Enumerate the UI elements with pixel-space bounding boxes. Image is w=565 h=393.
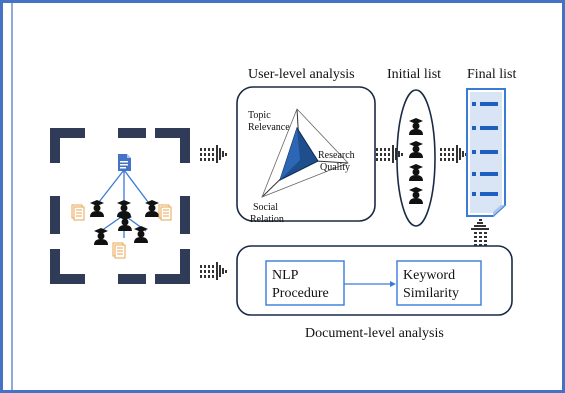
user-icon bbox=[118, 214, 132, 231]
user-icon bbox=[145, 200, 159, 217]
blue-document-icon bbox=[118, 154, 131, 171]
radar-label-topic-relevance: Topic Relevance bbox=[248, 110, 290, 133]
arrow-to-initial-list-icon bbox=[376, 145, 403, 163]
user-icon bbox=[409, 164, 423, 181]
arrow-up-to-final-list-icon bbox=[471, 219, 489, 246]
paper-stack-icon bbox=[158, 204, 172, 221]
radar-label-research-quality: Research Quality bbox=[318, 150, 357, 173]
radar-label-social-relation: Social Relation bbox=[250, 202, 284, 225]
nlp-procedure-box bbox=[265, 260, 345, 306]
arrow-to-user-analysis-icon bbox=[200, 145, 227, 163]
user-icon bbox=[409, 141, 423, 158]
community-frame bbox=[50, 128, 190, 284]
user-icon bbox=[94, 228, 108, 245]
community-network bbox=[71, 154, 172, 259]
keyword-similarity-label: Keyword Similarity bbox=[403, 268, 459, 301]
final-list-document-icon bbox=[466, 88, 506, 217]
document-level-analysis-heading: Document-level analysis bbox=[305, 326, 444, 341]
keyword-similarity-box bbox=[396, 260, 482, 306]
initial-list-oval bbox=[396, 89, 436, 227]
paper-stack-icon bbox=[71, 204, 85, 221]
document-level-analysis-box bbox=[236, 245, 513, 316]
user-level-analysis-box bbox=[236, 86, 376, 222]
user-icon bbox=[409, 187, 423, 204]
initial-list-heading: Initial list bbox=[387, 67, 442, 82]
user-icon bbox=[409, 118, 423, 135]
radar-chart bbox=[261, 108, 349, 198]
paper-stack-icon bbox=[112, 242, 126, 259]
final-list-heading: Final list bbox=[467, 67, 517, 82]
user-level-analysis-heading: User-level analysis bbox=[248, 67, 355, 82]
arrow-to-document-analysis-icon bbox=[200, 262, 227, 280]
arrowhead-icon bbox=[390, 281, 396, 287]
nlp-procedure-label: NLP Procedure bbox=[272, 268, 329, 301]
user-icon bbox=[90, 200, 104, 217]
user-icon bbox=[134, 226, 148, 243]
arrow-to-final-list-icon bbox=[440, 145, 467, 163]
